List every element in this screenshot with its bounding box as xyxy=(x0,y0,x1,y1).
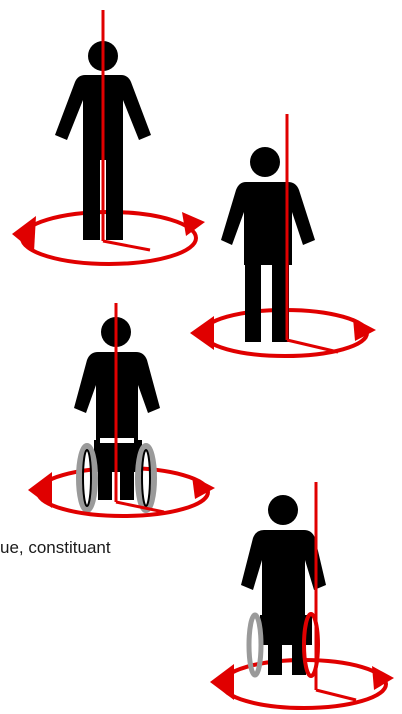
arrow-left-icon xyxy=(190,316,214,350)
arrow-right-icon xyxy=(192,476,215,499)
radius-line xyxy=(103,241,150,250)
radius-line xyxy=(316,690,356,700)
arrow-left-icon xyxy=(210,664,234,700)
arrow-right-icon xyxy=(372,666,394,690)
wheel-icon xyxy=(138,446,154,510)
arrow-left-icon xyxy=(28,472,52,508)
wheelchair-silhouette xyxy=(241,495,326,676)
wheelchair-user-angled xyxy=(210,482,394,708)
caption-text: ue, constituant xyxy=(0,538,111,558)
wheelchair-user-front xyxy=(28,303,215,516)
standing-person-angled xyxy=(190,114,376,356)
wheel-icon xyxy=(79,446,95,510)
standing-person-front xyxy=(12,10,205,264)
rotation-ellipse-front xyxy=(222,684,386,708)
